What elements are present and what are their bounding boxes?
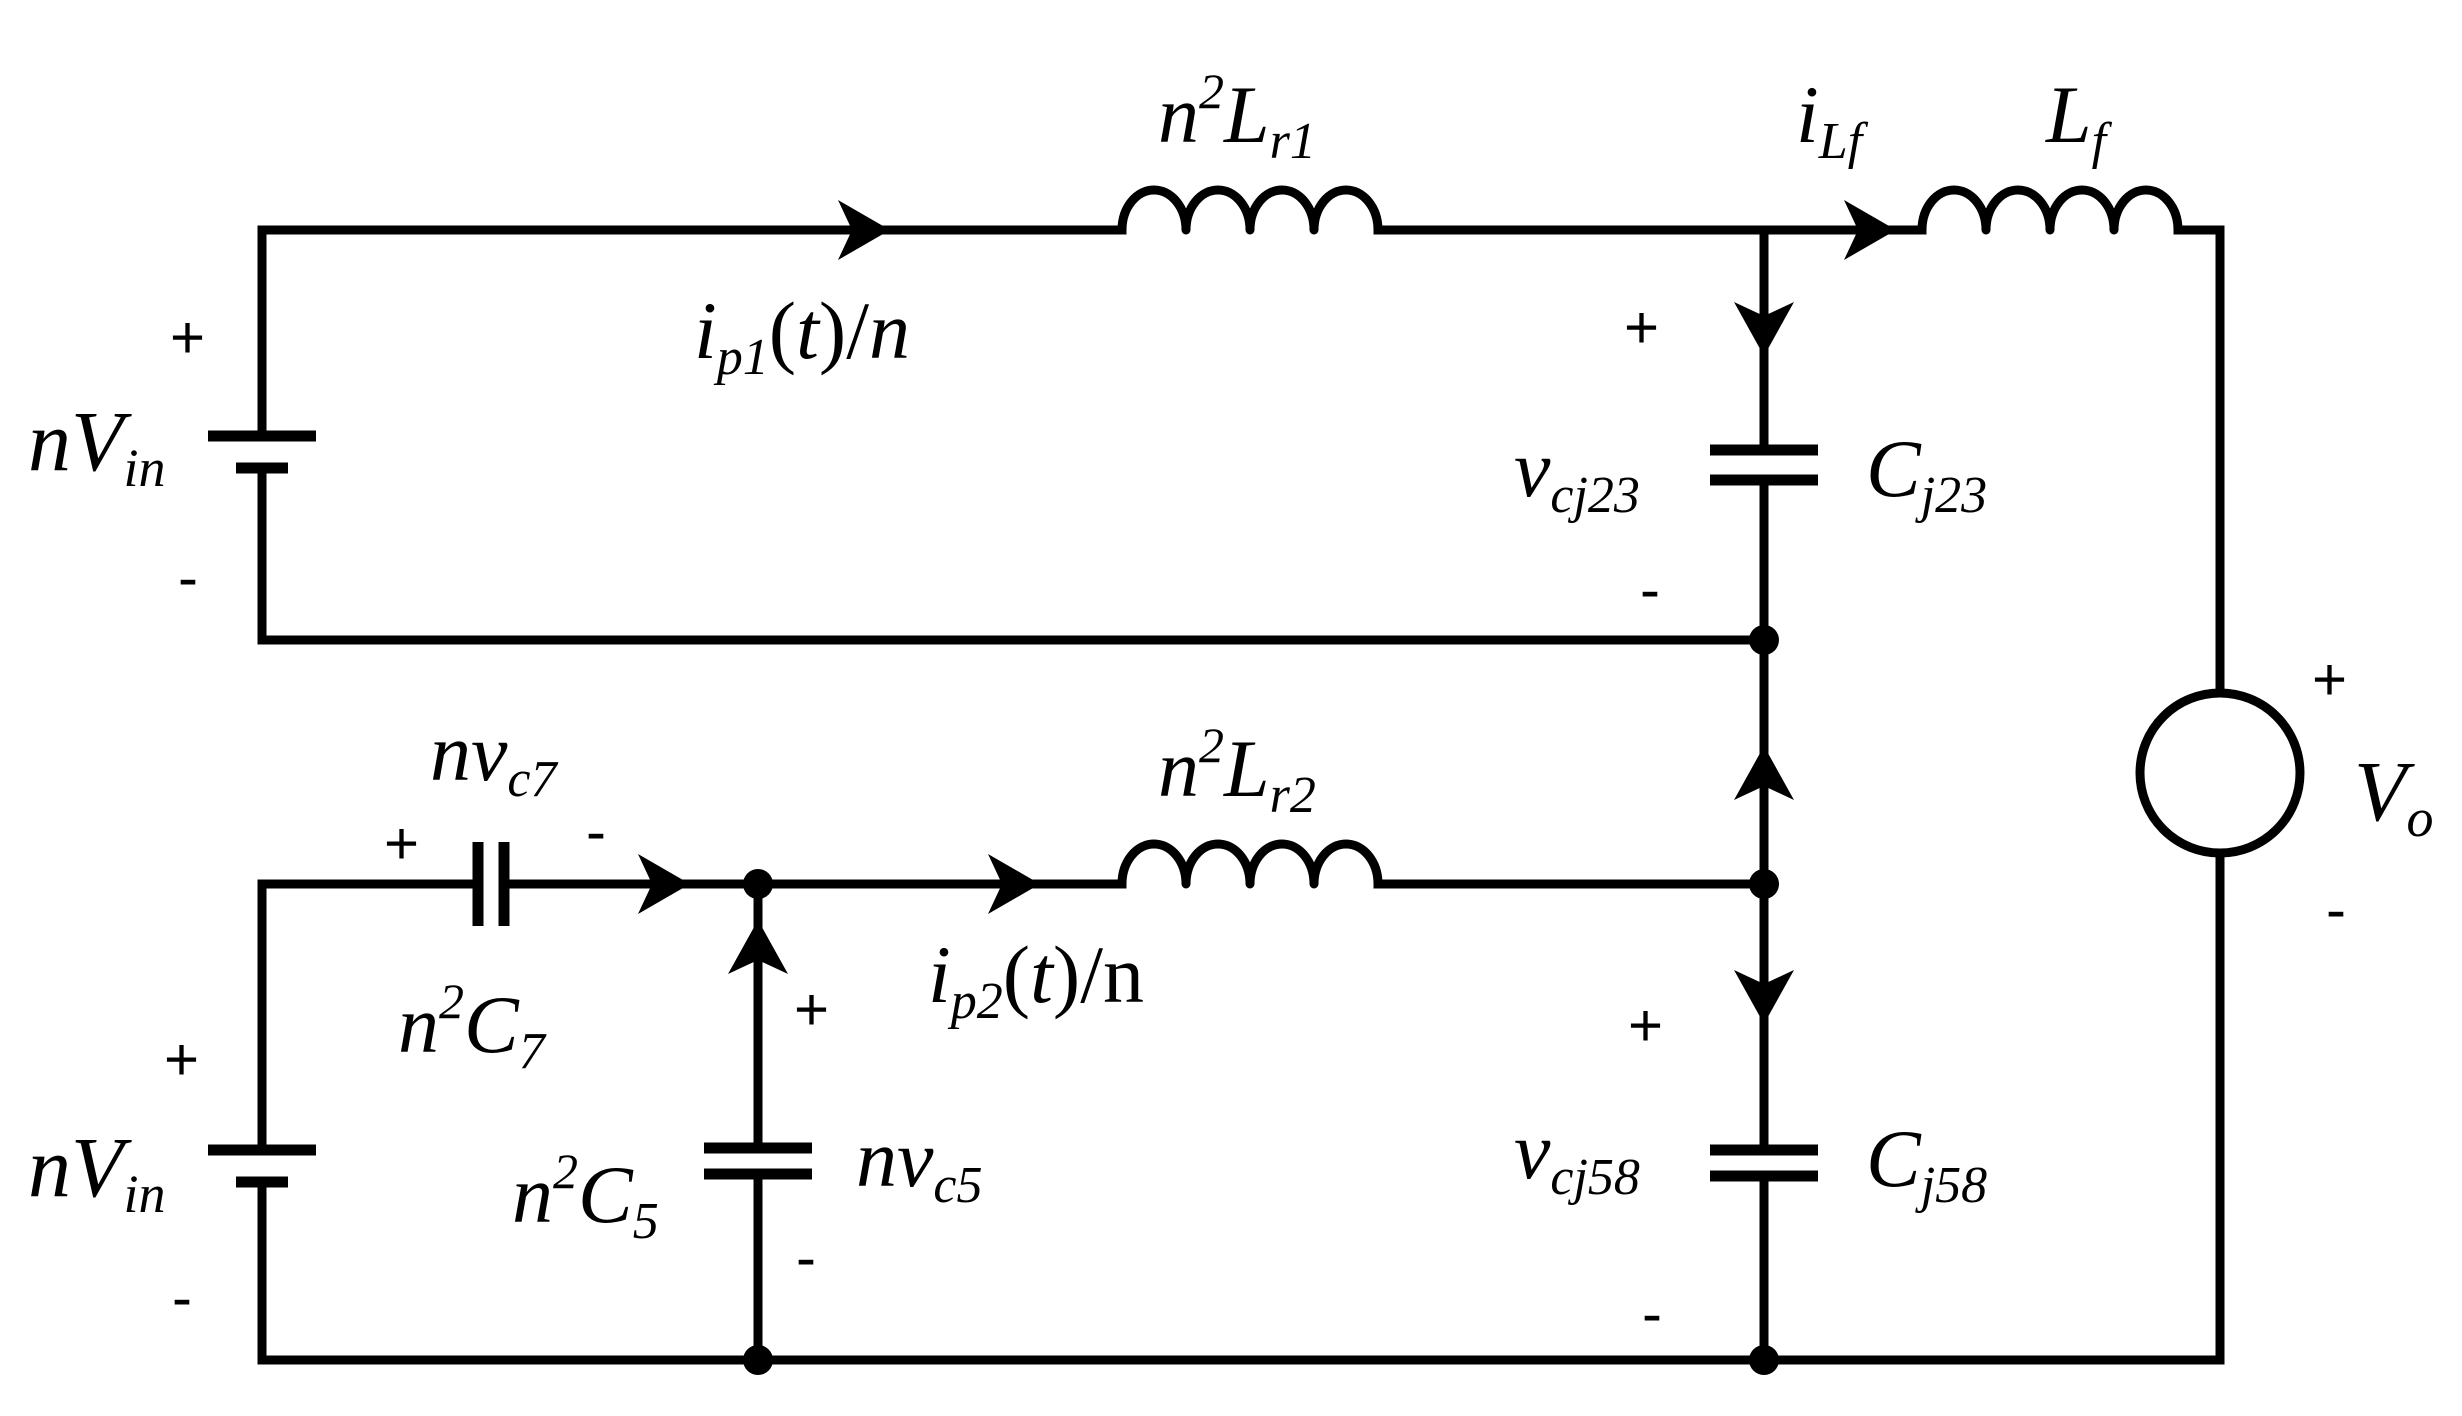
arrow-c7 bbox=[638, 854, 690, 914]
center-link bbox=[1734, 625, 1794, 899]
c7-plus: + bbox=[384, 810, 419, 877]
arrow-ip2 bbox=[988, 854, 1040, 914]
label-n2lr1: n2Lr1 bbox=[1158, 63, 1316, 170]
label-n2c5: n2C5 bbox=[512, 1143, 659, 1250]
bottom-source-minus: - bbox=[172, 1264, 192, 1331]
c5-plus: + bbox=[794, 976, 829, 1043]
node-top-junction bbox=[1749, 625, 1779, 655]
label-nvc7: nvc7 bbox=[430, 707, 558, 808]
label-n2c7: n2C7 bbox=[398, 973, 547, 1080]
label-vcj23: vcj23 bbox=[1514, 423, 1640, 524]
label-lf: Lf bbox=[2045, 69, 2113, 170]
label-ilf: iLf bbox=[1796, 69, 1869, 170]
inductor-lr1 bbox=[1117, 185, 1383, 235]
label-ip1: ip1(t)/n bbox=[694, 285, 910, 386]
vo-plus: + bbox=[2312, 646, 2347, 713]
label-nvc5: nvc5 bbox=[856, 1113, 983, 1214]
cj58-plus: + bbox=[1628, 992, 1663, 1059]
label-ip2: ip2(t)/n bbox=[928, 929, 1144, 1030]
label-top-nvin: nVin bbox=[28, 393, 166, 498]
bottom-loop bbox=[208, 839, 2225, 1375]
labels: n2Lr1 iLf Lf ip1(t)/n + nVin - + vcj23 C… bbox=[28, 63, 2434, 1347]
c7-minus: - bbox=[586, 798, 606, 865]
label-vo: Vo bbox=[2354, 743, 2434, 848]
arrow-center-up bbox=[1734, 746, 1794, 800]
label-cj23: Cj23 bbox=[1866, 423, 1987, 524]
arrow-cj58 bbox=[1734, 970, 1794, 1024]
bottom-source-plus: + bbox=[164, 1026, 199, 1093]
output-side bbox=[2135, 225, 2305, 1365]
arrow-ilf bbox=[1844, 200, 1896, 260]
label-vcj58: vcj58 bbox=[1514, 1105, 1640, 1206]
top-source-plus: + bbox=[170, 304, 205, 371]
top-source-minus: - bbox=[178, 544, 198, 611]
vo-minus: - bbox=[2326, 876, 2346, 943]
cj58-minus: - bbox=[1642, 1280, 1662, 1347]
voltage-source-vo bbox=[2135, 688, 2305, 858]
inductor-lf bbox=[1917, 185, 2183, 235]
inductor-lr2 bbox=[1117, 839, 1383, 889]
arrow-ip1 bbox=[838, 200, 890, 260]
arrow-cj23 bbox=[1734, 302, 1794, 356]
top-loop bbox=[208, 185, 2225, 645]
label-n2lr2: n2Lr2 bbox=[1158, 717, 1316, 824]
cj23-branch bbox=[1710, 225, 1818, 645]
label-bottom-nvin: nVin bbox=[28, 1119, 166, 1224]
c5-minus: - bbox=[796, 1224, 816, 1291]
cj23-minus: - bbox=[1640, 556, 1660, 623]
cj23-plus: + bbox=[1624, 294, 1659, 361]
label-cj58: Cj58 bbox=[1866, 1113, 1987, 1214]
arrow-c5 bbox=[728, 920, 788, 974]
